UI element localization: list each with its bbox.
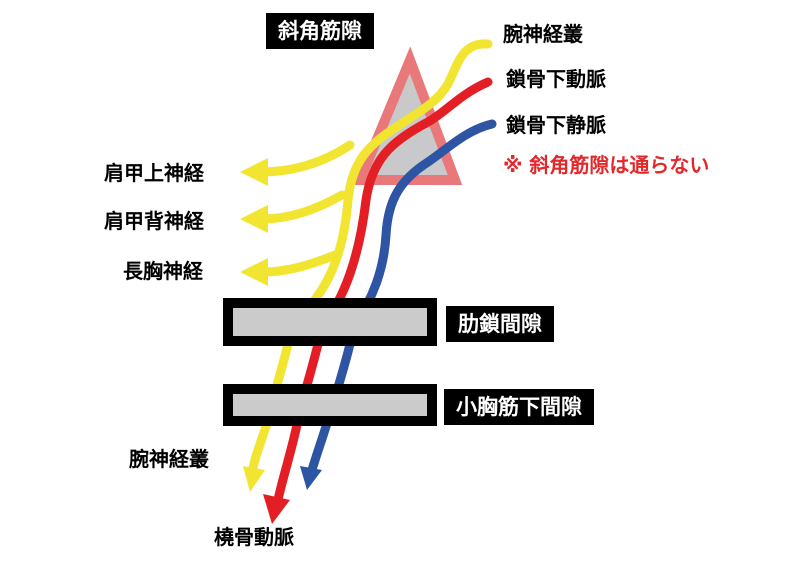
suprascapular-nerve-label: 肩甲上神経 xyxy=(104,161,204,185)
subclavian-vein-upper xyxy=(351,119,497,327)
suprascapular-nerve-arrowhead xyxy=(240,158,268,186)
dorsal-scapular-nerve-arrowhead xyxy=(240,205,268,233)
brachial-plexus-top-label: 腕神経叢 xyxy=(503,22,583,46)
long-thoracic-nerve-branch xyxy=(257,250,340,277)
subclavian-vein-label: 鎖骨下静脈 xyxy=(506,113,606,137)
dorsal-scapular-nerve-label: 肩甲背神経 xyxy=(104,209,204,233)
subpectoralis-minor-gap-bar xyxy=(223,384,437,426)
costoclavicular-gap-label: 肋鎖間隙 xyxy=(446,306,554,342)
dorsal-scapular-nerve-branch xyxy=(257,190,347,224)
long-thoracic-nerve-label: 長胸神経 xyxy=(123,259,203,283)
costoclavicular-gap-bar xyxy=(223,298,437,346)
subpectoralis-minor-gap-label: 小胸筋下間隙 xyxy=(444,389,594,425)
brachial-plexus-upper xyxy=(291,39,493,325)
long-thoracic-nerve-arrowhead xyxy=(240,258,268,286)
suprascapular-nerve-branch xyxy=(255,140,355,177)
subclavian-artery-label: 鎖骨下動脈 xyxy=(506,67,606,91)
vein-arrowhead xyxy=(300,466,322,490)
brachial-plexus-bottom-label: 腕神経叢 xyxy=(129,447,209,471)
scalene-gap-note: ※ 斜角筋隙は通らない xyxy=(503,153,710,177)
radial-artery-label: 橈骨動脈 xyxy=(214,525,294,549)
radial-artery-arrowhead xyxy=(263,494,290,524)
subclavian-artery-upper xyxy=(321,77,493,327)
brachial-plexus-arrowhead xyxy=(243,466,265,492)
scalene-gap-label: 斜角筋隙 xyxy=(266,13,374,49)
